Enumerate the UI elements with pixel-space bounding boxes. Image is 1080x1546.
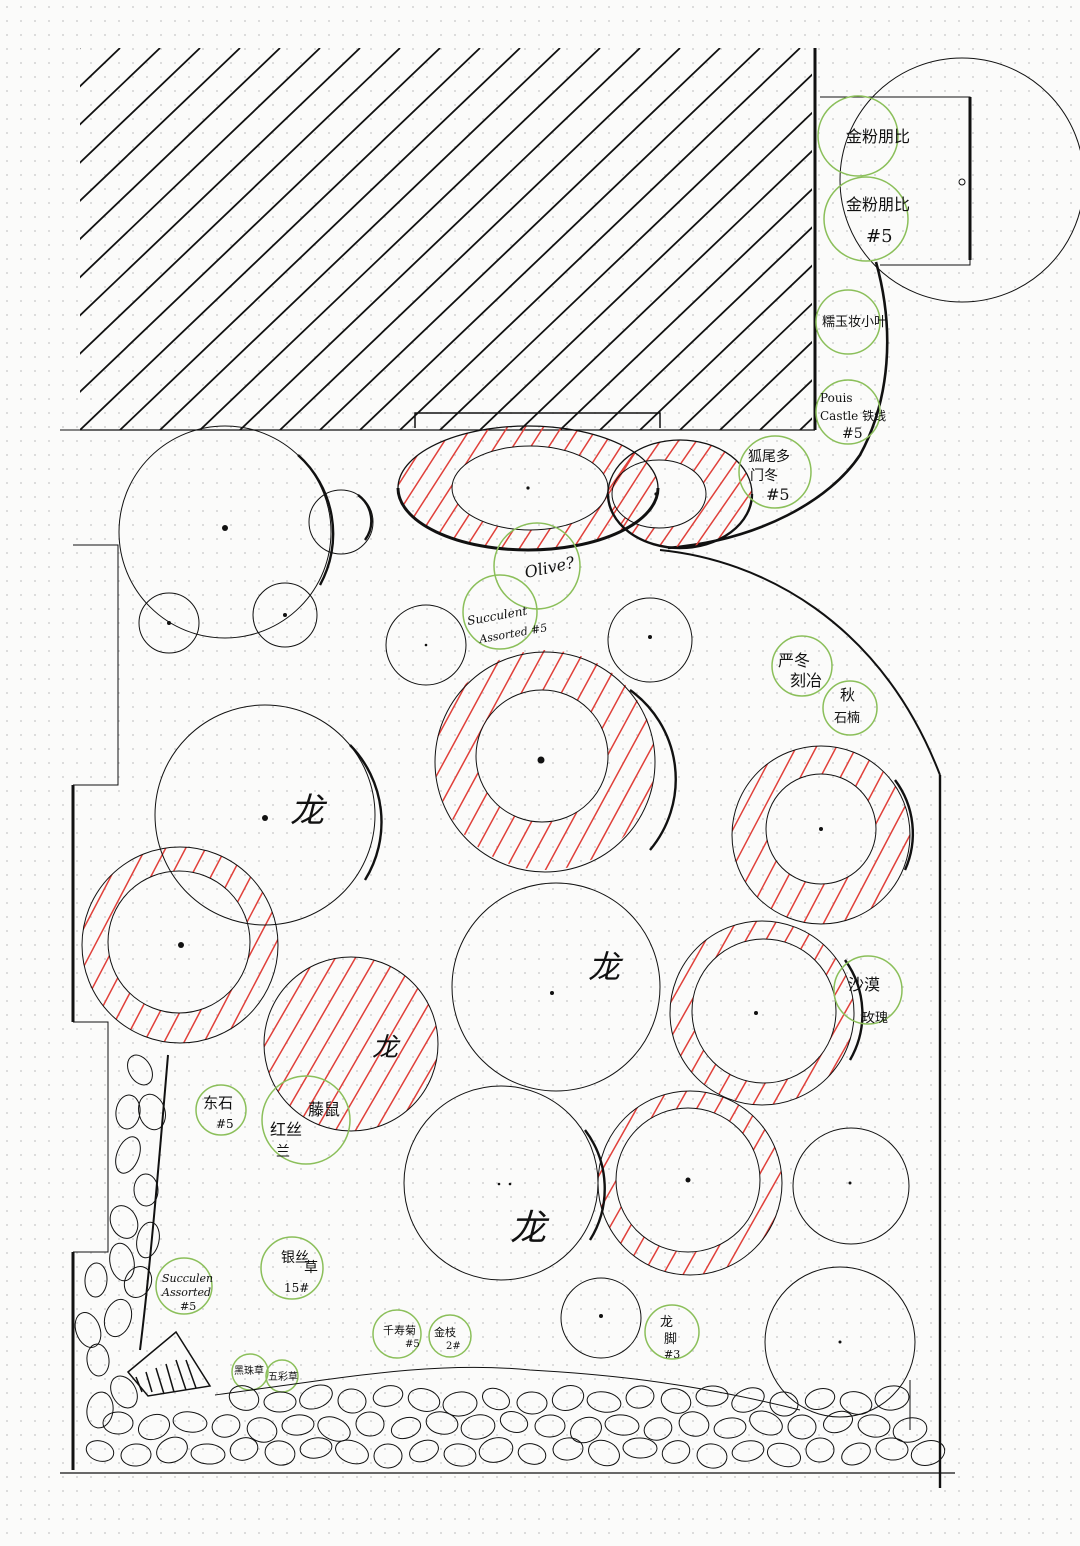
- boulder-hatched: [126, 1330, 212, 1397]
- label-plant-11a: 银丝: [281, 1250, 309, 1266]
- label-plant-5a: 狐尾多: [748, 448, 790, 465]
- label-tree-b: 龙: [588, 948, 624, 986]
- label-succulent-bottom-c: #5: [180, 1300, 196, 1313]
- label-plant-9a: 东石: [203, 1094, 233, 1112]
- label-plant-10c: 藤鼠: [308, 1100, 340, 1119]
- label-plant-10b: 兰: [276, 1144, 290, 1160]
- label-plant-2b: #5: [866, 226, 893, 247]
- label-plant-13b: 2#: [446, 1341, 461, 1352]
- label-plant-2a: 金粉朋比: [846, 195, 910, 214]
- label-plant-12b: #5: [405, 1339, 420, 1350]
- label-plant-4c: #5: [842, 426, 863, 442]
- label-plant-11c: 15#: [284, 1281, 309, 1295]
- label-succulent-top-b: Assorted #5: [477, 621, 548, 646]
- plant-labels: 金粉朋比 金粉朋比 #5 糯玉妆小叶 Pouis Castle 铁线 #5 狐尾…: [161, 127, 910, 1383]
- label-plant-12a: 千寿菊: [383, 1323, 416, 1337]
- label-plant-14b: 脚: [664, 1331, 677, 1347]
- label-plant-13a: 金枝: [434, 1325, 456, 1339]
- label-plant-3: 糯玉妆小叶: [822, 315, 887, 330]
- label-tree-d: 龙: [510, 1208, 550, 1249]
- label-plant-1: 金粉朋比: [846, 127, 910, 146]
- tree-center-dots: [167, 486, 852, 1344]
- label-plant-11b: 草: [304, 1260, 318, 1276]
- plant-markers: [155, 95, 909, 1393]
- deck-hatched-area: [80, 48, 817, 431]
- label-plant-5b: 门冬: [750, 468, 778, 484]
- label-plant-8b: 玫瑰: [862, 1010, 888, 1026]
- label-plant-6b: 刻冶: [790, 671, 822, 690]
- label-plant-14a: 龙: [660, 1315, 673, 1330]
- label-succulent-bottom-b: Assorted: [161, 1286, 211, 1299]
- label-tree-a: 龙: [290, 791, 328, 831]
- label-plant-7a: 秋: [840, 686, 855, 704]
- site-boundary: [60, 96, 972, 1488]
- label-plant-5c: #5: [766, 485, 790, 504]
- pebble-border: [74, 1054, 946, 1469]
- label-plant-14c: #3: [664, 1348, 680, 1361]
- label-plant-9b: #5: [216, 1117, 234, 1131]
- label-plant-4b: Castle 铁线: [820, 409, 886, 423]
- tree-canopy-top-right: [839, 57, 1080, 303]
- label-plant-6a: 严冬: [778, 651, 810, 670]
- label-plant-4a: Pouis: [820, 391, 853, 405]
- label-plant-15: 黑珠草: [234, 1364, 264, 1377]
- label-plant-10a: 红丝: [270, 1120, 302, 1139]
- label-olive: Olive?: [523, 553, 577, 582]
- label-plant-7b: 石楠: [834, 711, 860, 726]
- label-plant-16: 五彩草: [268, 1371, 298, 1383]
- label-succulent-bottom-a: Succulen: [162, 1272, 213, 1285]
- label-succulent-top-a: Succulent: [466, 604, 528, 628]
- label-tree-c: 龙: [372, 1033, 401, 1063]
- tree-outlines: [81, 425, 916, 1418]
- label-plant-8a: 沙漠: [848, 975, 880, 994]
